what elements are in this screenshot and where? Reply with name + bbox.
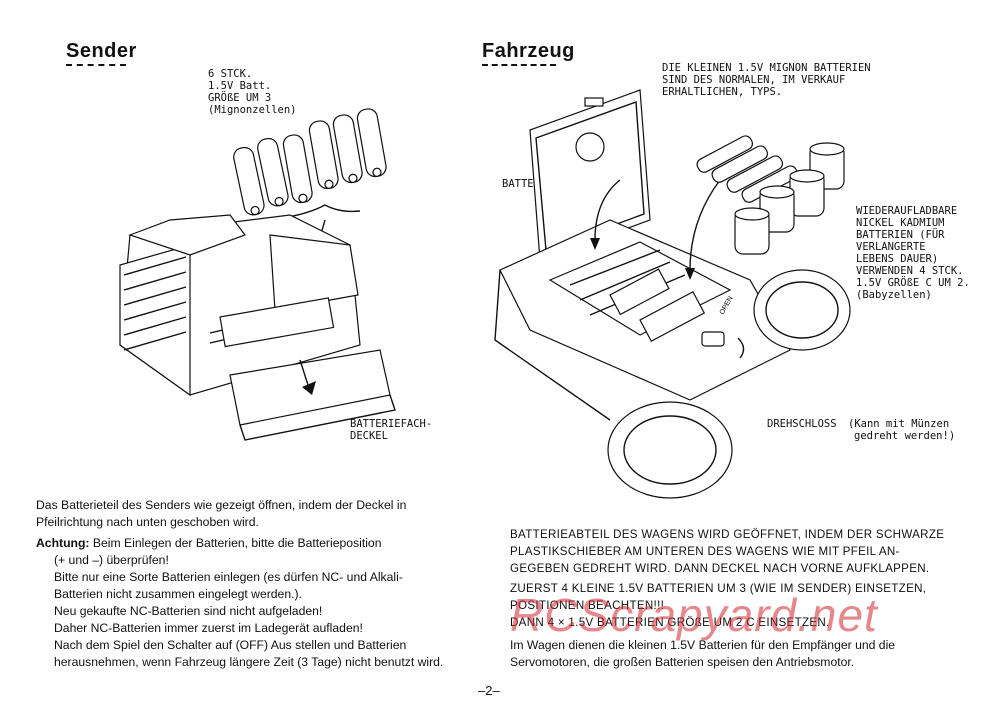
cover-label: BATTERIEFACH- DECKEL: [350, 418, 433, 442]
sender-intro: Das Batterieteil des Senders wie gezeigt…: [36, 498, 407, 529]
sender-title: Sender: [66, 40, 137, 62]
sender-battery-note: 6 STCK. 1.5V Batt. GRÖßE UM 3 (Mignonzel…: [208, 68, 297, 116]
vehicle-illustration: OPEN: [494, 89, 851, 499]
rechargeable-note: WIEDERAUFLADBARE NICKEL KADMIUM BATTERIE…: [856, 205, 970, 301]
page-number: –2–: [478, 683, 500, 698]
achtung-block: Achtung: Beim Einlegen der Batterien, bi…: [36, 536, 444, 669]
car-body: [494, 219, 791, 421]
battery-lid: [529, 89, 651, 261]
vehicle-instructions: BATTERIEABTEIL DES WAGENS WIRD GEÖFFNET,…: [510, 528, 945, 629]
transmitter-illustration: [119, 108, 396, 441]
rear-wheel: [753, 269, 851, 351]
fahrzeug-title: Fahrzeug: [482, 40, 575, 62]
achtung-label: Achtung:: [36, 536, 90, 550]
lock-note: (Kann mit Münzen gedreht werden!): [848, 418, 956, 442]
sender-title-underline: [66, 64, 126, 66]
mignon-batteries: [696, 135, 799, 203]
front-wheel: [607, 401, 733, 499]
aa-batteries-group: [233, 108, 387, 216]
mignon-note: DIE KLEINEN 1.5V MIGNON BATTERIEN SIND D…: [662, 62, 871, 98]
c-size-batteries: [734, 142, 845, 255]
lock-label: DREHSCHLOSS: [767, 418, 837, 430]
watermark: RCScrapyard.net: [510, 589, 878, 641]
vehicle-final-note: Im Wagen dienen die kleinen 1.5V Batteri…: [510, 638, 896, 669]
fahrzeug-title-underline: [482, 64, 556, 66]
transmitter-body: [119, 214, 396, 441]
